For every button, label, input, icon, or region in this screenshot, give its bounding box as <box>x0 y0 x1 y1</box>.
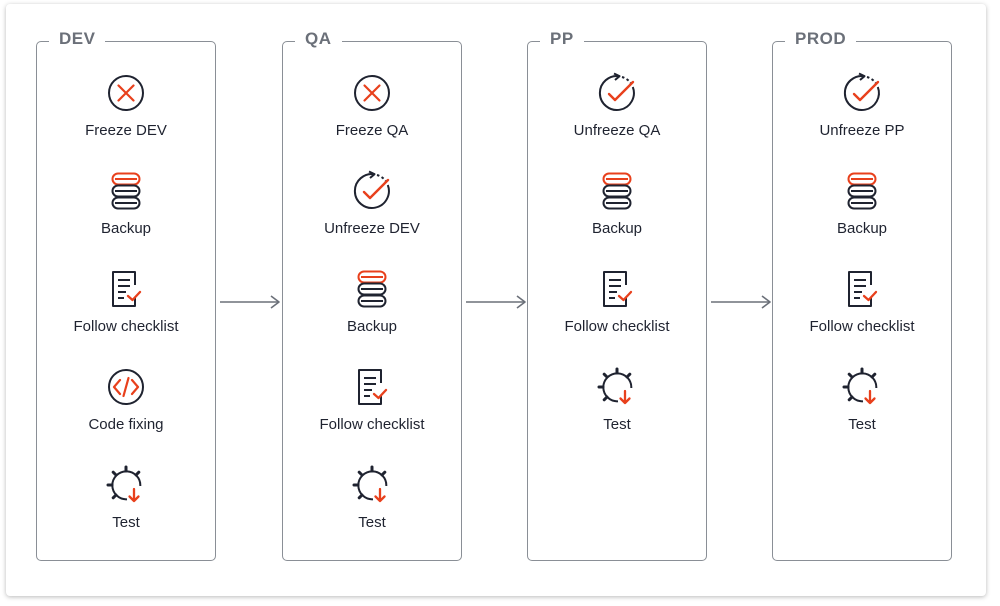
test-icon <box>595 365 639 409</box>
step-label: Freeze QA <box>335 122 409 139</box>
step-item: Backup <box>283 267 461 357</box>
test-icon <box>350 463 394 507</box>
step-item: Test <box>37 463 215 553</box>
step-label: Test <box>358 514 386 531</box>
step-item: Backup <box>528 169 706 259</box>
unfreeze-icon <box>350 169 394 213</box>
step-item: Unfreeze DEV <box>283 169 461 259</box>
stage-title: DEV <box>49 29 106 49</box>
step-label: Backup <box>346 318 398 335</box>
step-item: Unfreeze QA <box>528 71 706 161</box>
step-item: Freeze DEV <box>37 71 215 161</box>
checklist-icon <box>840 267 884 311</box>
test-icon <box>840 365 884 409</box>
stage-prod: PROD Unfreeze PP Backup Follow checklist <box>772 29 952 561</box>
stage-title: PROD <box>785 29 857 49</box>
step-label: Follow checklist <box>73 318 179 335</box>
step-label: Unfreeze PP <box>819 122 905 139</box>
code-icon <box>104 365 148 409</box>
stage-qa: QA Freeze QA Unfreeze DEV Backup Fo <box>282 29 462 561</box>
step-label: Follow checklist <box>319 416 425 433</box>
step-label: Test <box>603 416 631 433</box>
flow-arrow <box>465 294 529 310</box>
database-icon <box>840 169 884 213</box>
flow-arrow <box>219 294 283 310</box>
checklist-icon <box>350 365 394 409</box>
step-item: Unfreeze PP <box>773 71 951 161</box>
step-item: Backup <box>773 169 951 259</box>
step-item: Test <box>283 463 461 553</box>
step-label: Test <box>848 416 876 433</box>
step-label: Unfreeze DEV <box>324 220 420 237</box>
step-item: Follow checklist <box>283 365 461 455</box>
step-label: Unfreeze QA <box>573 122 661 139</box>
stage-title: PP <box>540 29 584 49</box>
unfreeze-icon <box>595 71 639 115</box>
freeze-icon <box>104 71 148 115</box>
database-icon <box>104 169 148 213</box>
stage-pp: PP Unfreeze QA Backup Follow checklist <box>527 29 707 561</box>
step-label: Backup <box>100 220 152 237</box>
step-item: Freeze QA <box>283 71 461 161</box>
step-item: Follow checklist <box>528 267 706 357</box>
database-icon <box>595 169 639 213</box>
unfreeze-icon <box>840 71 884 115</box>
step-item: Backup <box>37 169 215 259</box>
step-label: Freeze DEV <box>85 122 167 139</box>
database-icon <box>350 267 394 311</box>
test-icon <box>104 463 148 507</box>
freeze-icon <box>350 71 394 115</box>
stage-title: QA <box>295 29 342 49</box>
step-label: Follow checklist <box>564 318 670 335</box>
step-label: Code fixing <box>88 416 164 433</box>
diagram-card: DEV Freeze DEV Backup Follow checklist C… <box>6 4 986 596</box>
step-label: Test <box>112 514 140 531</box>
step-item: Test <box>773 365 951 455</box>
checklist-icon <box>104 267 148 311</box>
stage-dev: DEV Freeze DEV Backup Follow checklist C… <box>36 29 216 561</box>
step-item: Follow checklist <box>37 267 215 357</box>
step-label: Follow checklist <box>809 318 915 335</box>
step-item: Follow checklist <box>773 267 951 357</box>
step-item: Code fixing <box>37 365 215 455</box>
checklist-icon <box>595 267 639 311</box>
step-label: Backup <box>836 220 888 237</box>
step-label: Backup <box>591 220 643 237</box>
step-item: Test <box>528 365 706 455</box>
flow-arrow <box>710 294 774 310</box>
